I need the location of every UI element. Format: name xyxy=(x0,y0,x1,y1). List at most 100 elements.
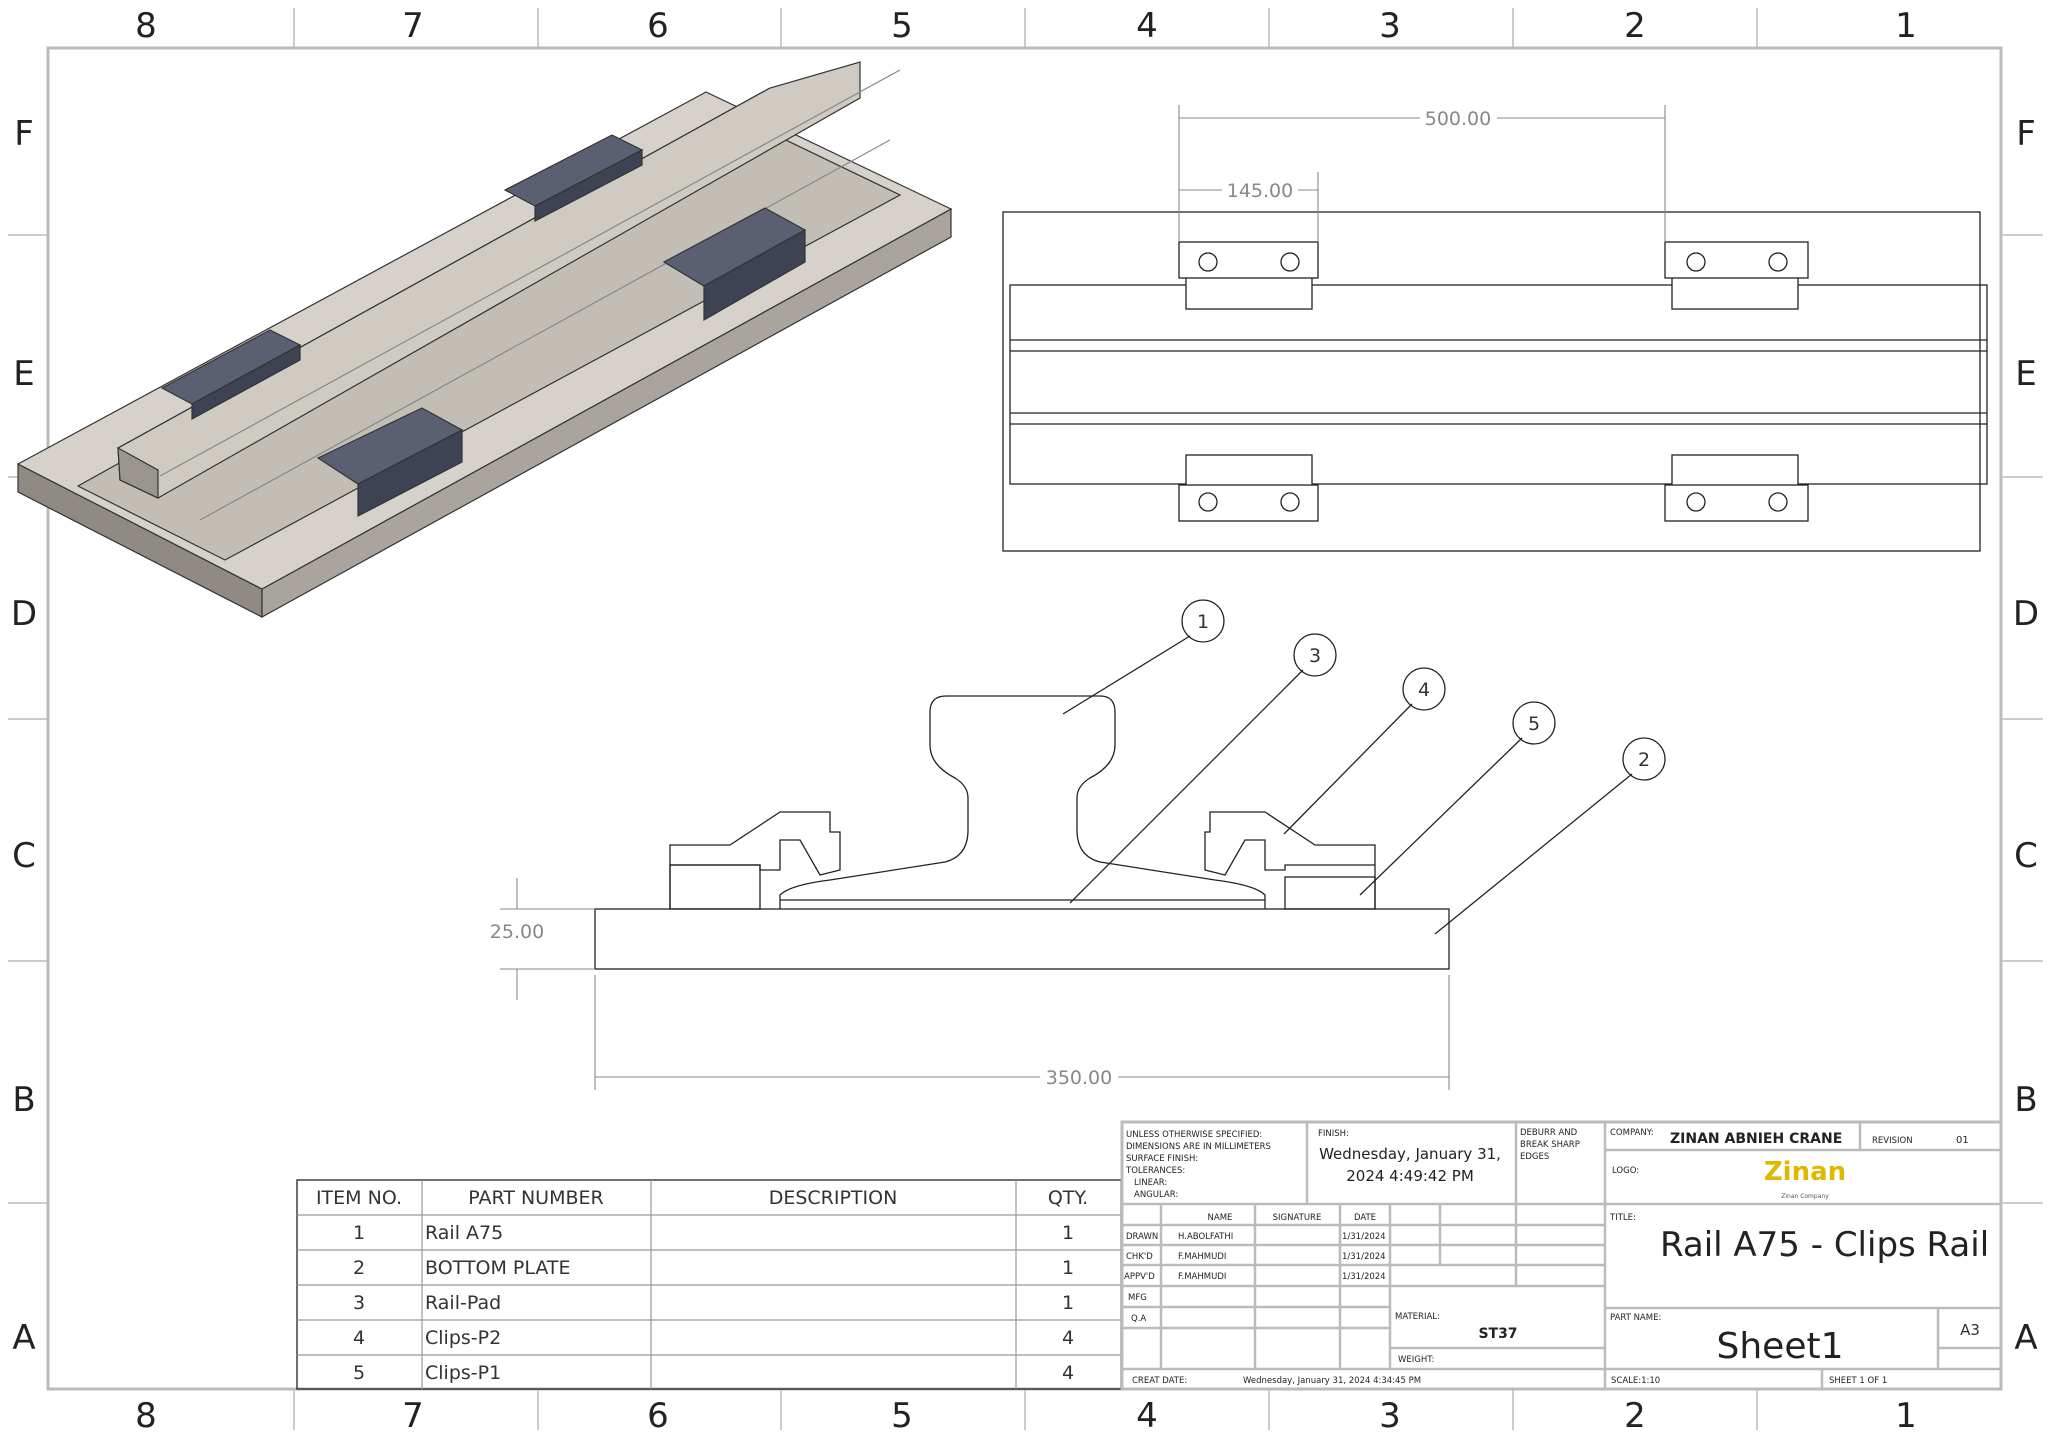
part-name-label: PART NAME: xyxy=(1610,1313,1661,1323)
clip-left xyxy=(669,811,841,909)
tolerance-note: ANGULAR: xyxy=(1134,1190,1178,1200)
svg-text:MFG: MFG xyxy=(1128,1293,1147,1303)
zone-col-label: 8 xyxy=(135,1396,157,1436)
zone-row-label: C xyxy=(2014,836,2038,876)
material-value: ST37 xyxy=(1478,1326,1517,1342)
zone-col-label: 2 xyxy=(1624,6,1646,46)
svg-text:3: 3 xyxy=(353,1292,365,1314)
zone-col-label: 5 xyxy=(891,1396,913,1436)
bottom-plate xyxy=(594,908,1450,970)
svg-text:F.MAHMUDI: F.MAHMUDI xyxy=(1178,1252,1226,1262)
bom-header: DESCRIPTION xyxy=(769,1187,898,1209)
create-date-value: Wednesday, January 31, 2024 4:34:45 PM xyxy=(1243,1376,1421,1386)
column-header: NAME xyxy=(1208,1213,1233,1223)
finish-value: Wednesday, January 31, xyxy=(1319,1145,1501,1163)
zone-col-label: 2 xyxy=(1624,1396,1646,1436)
dimension-25 xyxy=(500,878,595,1000)
svg-text:1/31/2024: 1/31/2024 xyxy=(1342,1232,1386,1242)
dimension-label: 350.00 xyxy=(1046,1067,1112,1089)
balloon-label: 1 xyxy=(1197,611,1209,633)
svg-text:DRAWN: DRAWN xyxy=(1126,1232,1158,1242)
rail-head-end xyxy=(117,446,159,499)
svg-text:Rail A75: Rail A75 xyxy=(425,1222,503,1244)
balloon-label: 2 xyxy=(1638,749,1650,771)
zone-row-label: B xyxy=(12,1080,35,1120)
zone-labels: 8 7 6 5 4 3 2 1 8 7 6 5 4 3 2 1 F E D C … xyxy=(11,6,2039,1436)
company-label: COMPANY: xyxy=(1610,1128,1654,1138)
dimension-145 xyxy=(1179,172,1319,242)
dimension-label: 145.00 xyxy=(1227,180,1293,202)
zone-row-label: E xyxy=(2015,354,2036,394)
signoff-row: DRAWN H.ABOLFATHI 1/31/2024 xyxy=(1126,1232,1386,1242)
zone-col-label: 4 xyxy=(1136,1396,1158,1436)
balloon-label: 4 xyxy=(1418,679,1430,701)
svg-text:1: 1 xyxy=(1062,1257,1074,1279)
svg-text:5: 5 xyxy=(353,1362,365,1384)
zone-dividers xyxy=(8,8,2043,1430)
svg-text:1: 1 xyxy=(1062,1292,1074,1314)
sheet-size: A3 xyxy=(1960,1321,1980,1339)
zone-row-label: F xyxy=(2016,114,2036,154)
svg-text:BOTTOM PLATE: BOTTOM PLATE xyxy=(425,1257,571,1279)
weight-label: WEIGHT: xyxy=(1398,1355,1434,1365)
logo-label: LOGO: xyxy=(1612,1166,1639,1176)
zone-row-label: F xyxy=(14,114,34,154)
company-logo: Zinan Zinan Company xyxy=(1764,1157,1846,1200)
revision-value: 01 xyxy=(1956,1135,1969,1146)
balloons xyxy=(1062,599,1666,935)
rail-foot xyxy=(76,117,902,561)
clip-top-view xyxy=(1664,454,1809,522)
rail-profile xyxy=(779,695,1266,909)
zone-row-label: E xyxy=(13,354,34,394)
zone-col-label: 3 xyxy=(1379,6,1401,46)
front-view: 25.00 350.00 1 3 4 5 2 xyxy=(490,599,1666,1090)
clip-right xyxy=(1204,811,1376,909)
clip-top-view xyxy=(1178,241,1319,310)
svg-text:1/31/2024: 1/31/2024 xyxy=(1342,1252,1386,1262)
zone-row-label: C xyxy=(12,836,36,876)
svg-text:Zinan Company: Zinan Company xyxy=(1781,1193,1829,1200)
svg-text:Q.A: Q.A xyxy=(1131,1314,1146,1324)
title-label: TITLE: xyxy=(1609,1213,1636,1223)
deburr-note: DEBURR AND xyxy=(1520,1128,1578,1138)
dimension-label: 25.00 xyxy=(490,921,544,943)
svg-text:Clips-P2: Clips-P2 xyxy=(425,1327,501,1349)
dimension-350 xyxy=(594,975,1450,1090)
clip-iso xyxy=(662,207,807,322)
zone-row-label: D xyxy=(2013,594,2039,634)
svg-text:2: 2 xyxy=(353,1257,365,1279)
svg-text:1: 1 xyxy=(353,1222,365,1244)
sheet-number: SHEET 1 OF 1 xyxy=(1829,1376,1887,1386)
svg-text:4: 4 xyxy=(1062,1327,1074,1349)
svg-text:4: 4 xyxy=(353,1327,365,1349)
zone-col-label: 1 xyxy=(1895,1396,1917,1436)
zone-row-label: D xyxy=(11,594,37,634)
clip-top-view xyxy=(1178,454,1319,522)
scale: SCALE:1:10 xyxy=(1611,1376,1660,1386)
top-view: 500.00 145.00 xyxy=(1002,105,1988,552)
tolerance-note: UNLESS OTHERWISE SPECIFIED: xyxy=(1126,1130,1262,1140)
revision-label: REVISION xyxy=(1872,1136,1913,1146)
zone-col-label: 5 xyxy=(891,6,913,46)
dimension-label: 500.00 xyxy=(1425,108,1491,130)
create-date-label: CREAT DATE: xyxy=(1132,1376,1187,1386)
deburr-note: BREAK SHARP xyxy=(1520,1140,1580,1150)
signoff-row: MFG xyxy=(1128,1293,1147,1303)
zone-row-label: A xyxy=(12,1318,35,1358)
company-name: ZINAN ABNIEH CRANE xyxy=(1670,1131,1842,1147)
clip-right-base xyxy=(1284,876,1376,910)
part-name-value: Sheet1 xyxy=(1717,1326,1844,1367)
svg-text:1/31/2024: 1/31/2024 xyxy=(1342,1272,1386,1282)
tolerance-note: LINEAR: xyxy=(1134,1178,1167,1188)
drawing-title: Rail A75 - Clips Rail xyxy=(1660,1225,1989,1265)
finish-value: 2024 4:49:42 PM xyxy=(1346,1167,1474,1185)
zone-col-label: 1 xyxy=(1895,6,1917,46)
svg-text:H.ABOLFATHI: H.ABOLFATHI xyxy=(1178,1232,1233,1242)
